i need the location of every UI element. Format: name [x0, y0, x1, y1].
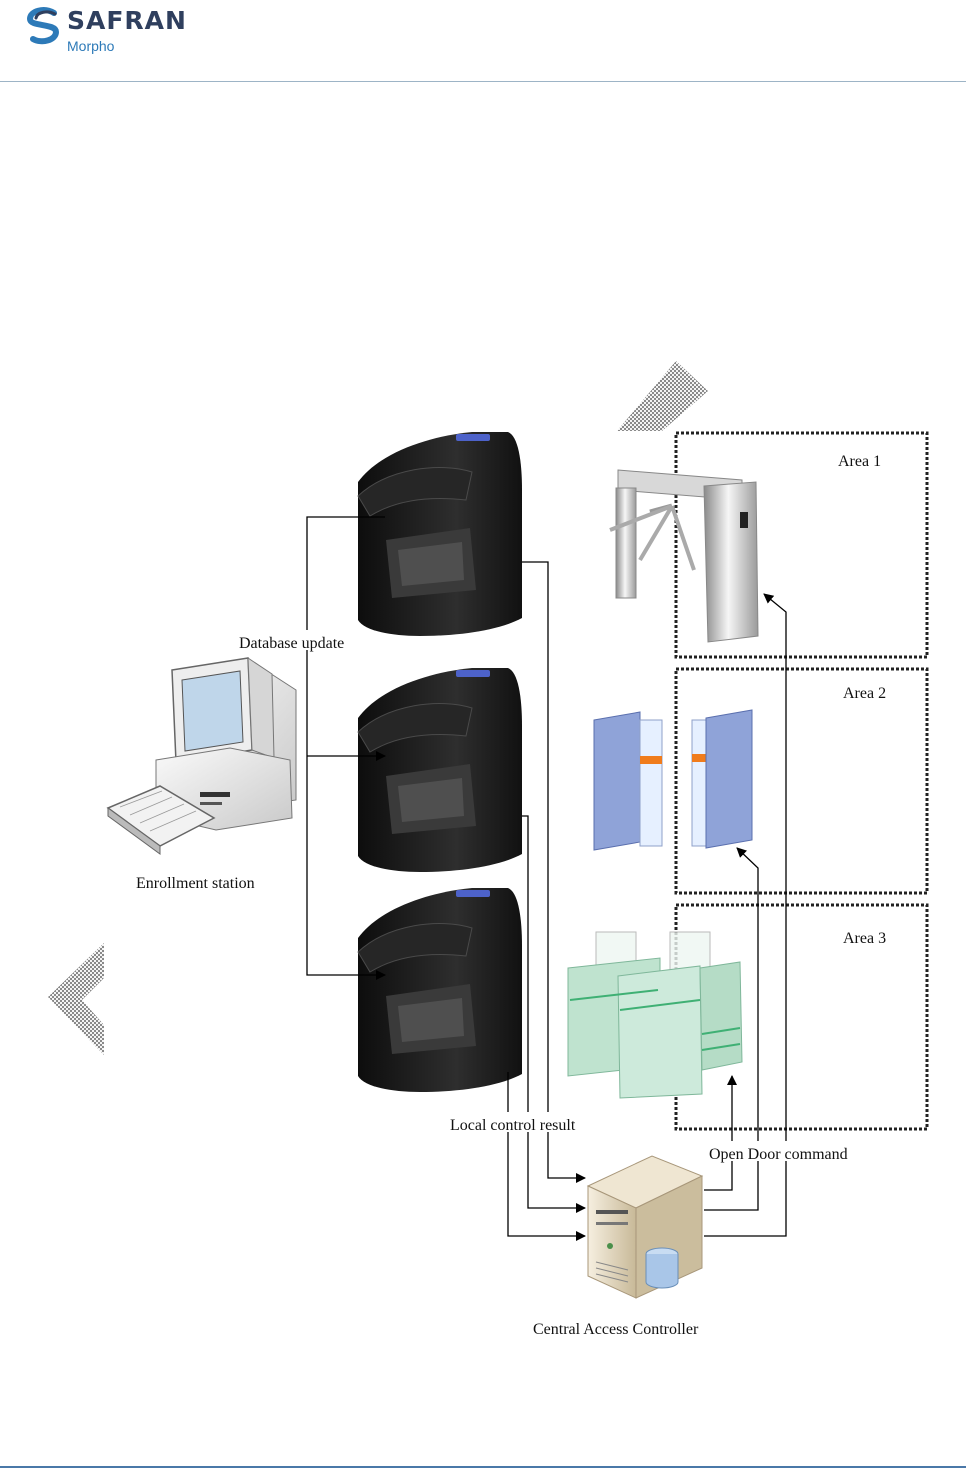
decorative-chevron-top: [617, 361, 708, 431]
biometric-terminal-2-icon: [358, 668, 522, 872]
area-1-label: Area 1: [838, 453, 881, 470]
central-access-controller-label: Central Access Controller: [533, 1321, 699, 1338]
area-3-label: Area 3: [843, 930, 886, 947]
central-access-controller-server-icon: [588, 1156, 702, 1298]
turnstile-icon: [610, 470, 758, 642]
enrollment-station-label: Enrollment station: [136, 875, 255, 892]
biometric-terminal-3-icon: [358, 888, 522, 1092]
area-2-label: Area 2: [843, 685, 886, 702]
database-update-label: Database update: [239, 635, 344, 652]
biometric-terminal-1-icon: [358, 432, 522, 636]
footer-divider: [0, 1466, 966, 1468]
open-door-command-label: Open Door command: [709, 1146, 848, 1163]
local-control-result-label: Local control result: [450, 1117, 576, 1134]
speed-gate-icon: [568, 932, 742, 1098]
decorative-chevron-left: [48, 943, 104, 1055]
sliding-gate-icon: [594, 710, 752, 850]
enrollment-station-computer-icon: [108, 658, 296, 854]
